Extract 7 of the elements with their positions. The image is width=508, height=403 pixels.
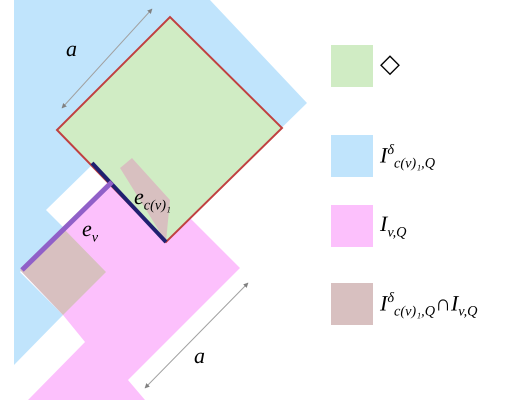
legend-label: I$_{v,Q}$ (380, 213, 407, 240)
legend-label: ◇ (380, 51, 400, 77)
legend-label: I$^{δ}$$_{c(v)₁,Q}$∩I$_{v,Q}$ (380, 291, 478, 320)
math-label: e$_{v}$ (82, 218, 98, 245)
dimension-label: a (194, 345, 205, 367)
math-label: e$_{c(v)₁}$ (134, 186, 171, 213)
dimension-label: a (66, 38, 77, 60)
